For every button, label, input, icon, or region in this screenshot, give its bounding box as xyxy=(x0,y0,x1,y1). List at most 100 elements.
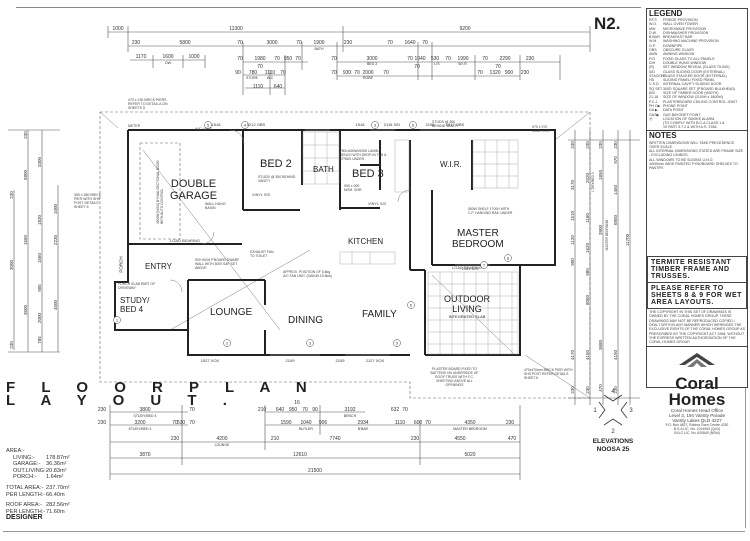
svg-text:W.I.R.: W.I.R. xyxy=(458,62,468,66)
note-item: ALL WINDOWS TO BE SLIDING U.N.O. xyxy=(649,157,714,162)
svg-text:70: 70 xyxy=(331,70,337,76)
svg-text:3: 3 xyxy=(629,408,633,414)
svg-text:230: 230 xyxy=(613,386,618,394)
svg-text:1170: 1170 xyxy=(136,54,147,60)
svg-text:2115 S/D: 2115 S/D xyxy=(384,122,400,127)
svg-text:230: 230 xyxy=(9,191,14,199)
svg-text:905: 905 xyxy=(37,284,42,292)
svg-text:900: 900 xyxy=(505,70,514,76)
svg-text:980: 980 xyxy=(585,268,590,276)
brand-line2: Homes xyxy=(668,389,726,409)
svg-text:3870: 3870 xyxy=(139,452,150,458)
svg-text:1120: 1120 xyxy=(570,235,575,245)
elevations-compass-icon: 4 2 1 3 xyxy=(593,389,633,435)
office-addr2: Varsity Lakes QLD 4227 xyxy=(672,417,722,423)
svg-text:1000: 1000 xyxy=(112,26,123,32)
shower-900-note: 900 x 900 NOM. SHR. xyxy=(344,184,363,192)
room-label-line2: BEDROOM xyxy=(452,239,504,250)
svg-text:906: 906 xyxy=(319,420,328,426)
svg-text:7: 7 xyxy=(483,263,486,268)
legend-item: PH.C▶PHONE POINT xyxy=(649,103,688,108)
ac-fan-note: APPROX. POSITION OF 6.6kg A/C FAN UNIT. … xyxy=(283,270,332,278)
integrated-slab-label: INTEGRATED SLAB xyxy=(448,314,486,319)
roof-per-length-row: PER LENGTH:-71.60m xyxy=(6,508,65,515)
svg-text:2: 2 xyxy=(226,341,229,346)
svg-text:3300: 3300 xyxy=(37,156,42,167)
svg-text:3192: 3192 xyxy=(344,407,355,413)
office-addr1: Level 3, 194 Varsity Parade xyxy=(668,412,726,418)
note-item: WRITTEN DIMENSIONS WILL TAKE PRECEDENCE … xyxy=(649,140,735,149)
svg-text:3000: 3000 xyxy=(9,259,14,270)
svg-text:230: 230 xyxy=(344,40,353,46)
svg-text:640: 640 xyxy=(276,407,285,413)
svg-text:1212 OBS: 1212 OBS xyxy=(247,122,266,127)
svg-text:1450: 1450 xyxy=(613,184,618,195)
svg-text:BED 3: BED 3 xyxy=(367,62,377,66)
svg-text:90: 90 xyxy=(312,407,318,413)
svg-text:4150: 4150 xyxy=(613,349,618,360)
svg-text:1830: 1830 xyxy=(37,214,42,225)
svg-text:LOUNGE: LOUNGE xyxy=(215,443,230,447)
designer-label: DESIGNER xyxy=(6,514,43,522)
svg-text:1510: 1510 xyxy=(570,210,575,221)
svg-text:6: 6 xyxy=(410,303,413,308)
svg-text:470: 470 xyxy=(508,436,517,442)
svg-text:70: 70 xyxy=(383,70,389,76)
svg-text:5800: 5800 xyxy=(179,40,190,46)
svg-text:600: 600 xyxy=(414,420,423,426)
wall-hung-basin-note: WALL HUNG BASIN xyxy=(205,202,226,210)
svg-text:4150: 4150 xyxy=(585,349,590,360)
svg-text:70: 70 xyxy=(482,56,488,62)
svg-text:B'BAR: B'BAR xyxy=(358,427,369,431)
shower-970-note: 970 x 970 NOM. SHR. xyxy=(532,125,551,133)
svg-text:1620: 1620 xyxy=(585,242,590,253)
room-study: STUDY/ BED 4 xyxy=(120,296,149,314)
svg-text:470: 470 xyxy=(598,384,603,392)
svg-text:70: 70 xyxy=(257,64,263,70)
note-item: 4/530mm WIDE PAINTED PYNOBOARD SHELVES T… xyxy=(649,161,738,170)
svg-text:930: 930 xyxy=(343,70,352,76)
svg-text:230: 230 xyxy=(9,341,14,349)
pboard-note: 900 HIGH P'BOARD DWARF WALL WITH 3000 SA… xyxy=(195,258,240,270)
room-label-line1: STUDY/ xyxy=(120,296,150,305)
svg-text:70: 70 xyxy=(331,56,337,62)
room-bath: BATH xyxy=(313,165,334,174)
license-nsw: B.B.C LIC. No. 620840 (NSW) xyxy=(674,430,720,435)
exhaust-fan-note: EXHAUST FAN TO TOILET xyxy=(250,250,274,258)
svg-text:70: 70 xyxy=(237,56,243,62)
svg-text:1990: 1990 xyxy=(457,56,468,62)
elevations-model: NOOSA 25 xyxy=(596,446,630,453)
svg-text:4200: 4200 xyxy=(216,436,227,442)
note-item: ALL INTERNAL DIMENSIONS STATED ARE FRAME… xyxy=(649,149,744,158)
svg-text:70: 70 xyxy=(422,40,428,46)
svg-text:70: 70 xyxy=(295,56,301,62)
legend-item: W.O.WALL OVEN TOWER xyxy=(649,22,698,27)
license-qld: B.S.A LIC. No. 1014063 (QLD) xyxy=(673,426,721,431)
sectional-door-note: 4800W [NOM] DYNAD SECTIONAL DOOR WITH AU… xyxy=(156,160,164,224)
svg-text:STORE: STORE xyxy=(246,76,259,80)
svg-text:230: 230 xyxy=(598,141,603,149)
svg-text:230: 230 xyxy=(98,407,107,413)
svg-text:0917 OBS: 0917 OBS xyxy=(446,122,465,127)
svg-text:2230: 2230 xyxy=(53,234,58,245)
svg-text:2290: 2290 xyxy=(499,56,510,62)
svg-text:STUDY/BED 4: STUDY/BED 4 xyxy=(134,414,157,418)
svg-text:5: 5 xyxy=(207,123,210,128)
legend-item: GAS▶GAS BAYONET POINT xyxy=(649,112,701,117)
svg-text:3200: 3200 xyxy=(134,420,145,426)
brand-line1: Coral xyxy=(675,373,719,393)
svg-text:1560: 1560 xyxy=(37,252,42,263)
svg-text:210: 210 xyxy=(258,407,267,413)
svg-text:70: 70 xyxy=(495,64,501,70)
svg-text:2934: 2934 xyxy=(357,420,368,426)
svg-text:16: 16 xyxy=(294,400,300,406)
elevations-label: ELEVATIONS NOOSA 25 xyxy=(588,438,638,454)
svg-text:W.C: W.C xyxy=(267,76,274,80)
